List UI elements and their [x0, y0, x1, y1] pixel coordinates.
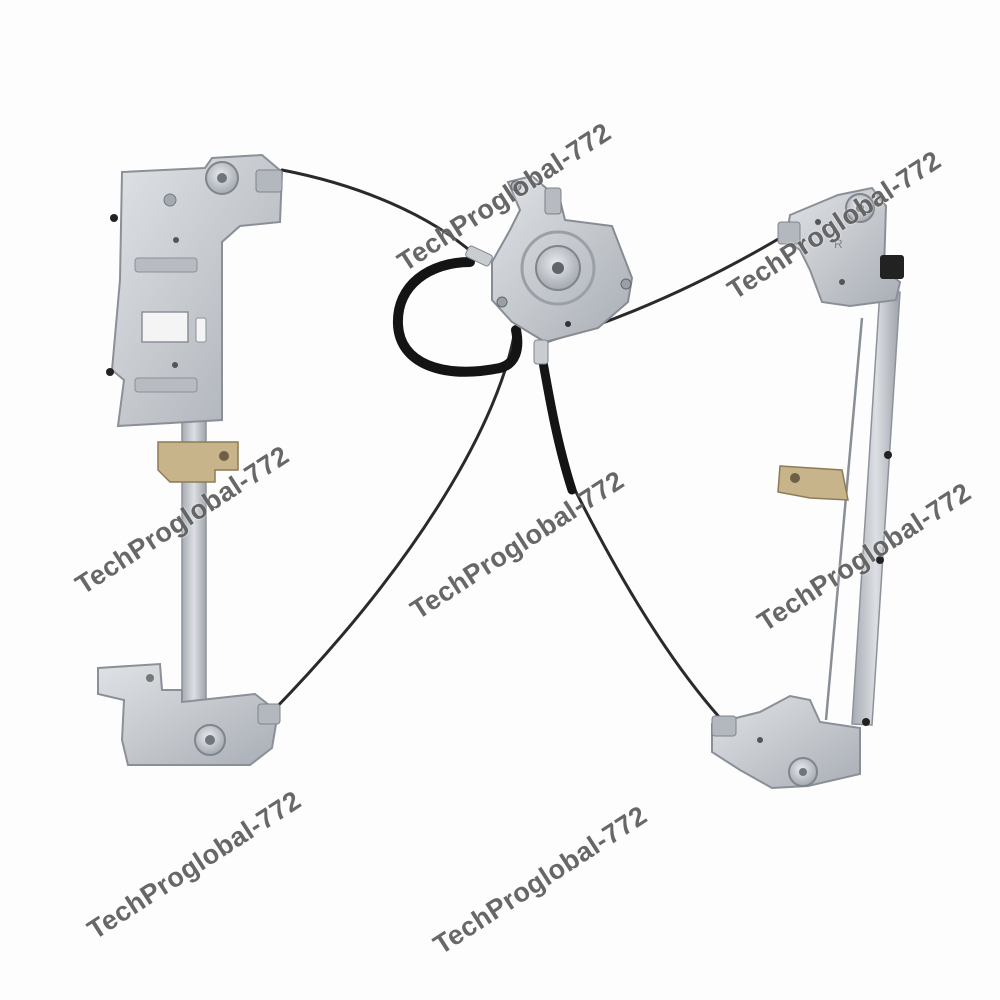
right-pulley-bottom-center: [799, 768, 807, 776]
left-pulley-bottom-center: [205, 735, 215, 745]
left-clip-hole: [219, 451, 229, 461]
right-rivet-1: [815, 219, 821, 225]
drive-spindle: [544, 187, 562, 215]
right-bottom-clip: [711, 715, 737, 737]
cable-top-left: [280, 168, 477, 257]
left-bracket-slot-3: [195, 317, 207, 343]
right-stud-1: [884, 451, 892, 459]
left-rail-assembly: [97, 153, 284, 766]
left-rivet-1: [163, 193, 177, 207]
right-stud-3: [862, 718, 870, 726]
left-bracket-slot-1: [134, 257, 198, 273]
cable-lower-left: [270, 328, 517, 714]
right-pulley-top-center: [856, 204, 864, 212]
center-drive-assembly: [465, 174, 634, 365]
right-lower-hole: [757, 737, 763, 743]
left-stud-2: [106, 368, 114, 376]
left-brass-clip: [157, 441, 239, 483]
drive-screw-3: [620, 278, 632, 290]
left-bracket-window: [141, 311, 189, 343]
right-guide-wire: [824, 317, 864, 721]
right-rail-assembly: R: [711, 186, 904, 790]
right-stud-2: [876, 556, 884, 564]
drive-hub-center: [552, 262, 564, 274]
left-bracket-slot-2: [134, 377, 198, 393]
cable-end-spring: [465, 245, 493, 267]
cable-sleeve-loop: [392, 257, 523, 377]
left-stud-1: [110, 214, 118, 222]
drive-screw-2: [496, 296, 508, 308]
right-brass-clip: [777, 465, 849, 501]
left-bottom-clip: [257, 703, 281, 725]
drive-screw-4: [565, 321, 571, 327]
cable-end-ferrule: [533, 339, 549, 365]
cable-sleeve-right: [535, 340, 577, 495]
left-pulley-top-center: [217, 173, 227, 183]
left-rivet-3: [172, 362, 178, 368]
left-lower-hole: [146, 674, 154, 682]
bracket-mark: R: [834, 237, 843, 251]
right-lower-bracket: [711, 694, 861, 790]
right-rivet-2: [839, 279, 845, 285]
left-upper-bracket: [110, 153, 284, 428]
right-top-clip-tab: [777, 221, 801, 245]
right-top-clip: [880, 255, 904, 279]
left-top-clip: [255, 169, 283, 193]
left-lower-bracket: [97, 662, 280, 766]
cable-lower-right: [568, 478, 722, 720]
drive-hub-ring: [520, 230, 596, 306]
drive-screw-1: [510, 180, 522, 192]
right-clip-hole: [790, 473, 800, 483]
left-rivet-2: [173, 237, 179, 243]
